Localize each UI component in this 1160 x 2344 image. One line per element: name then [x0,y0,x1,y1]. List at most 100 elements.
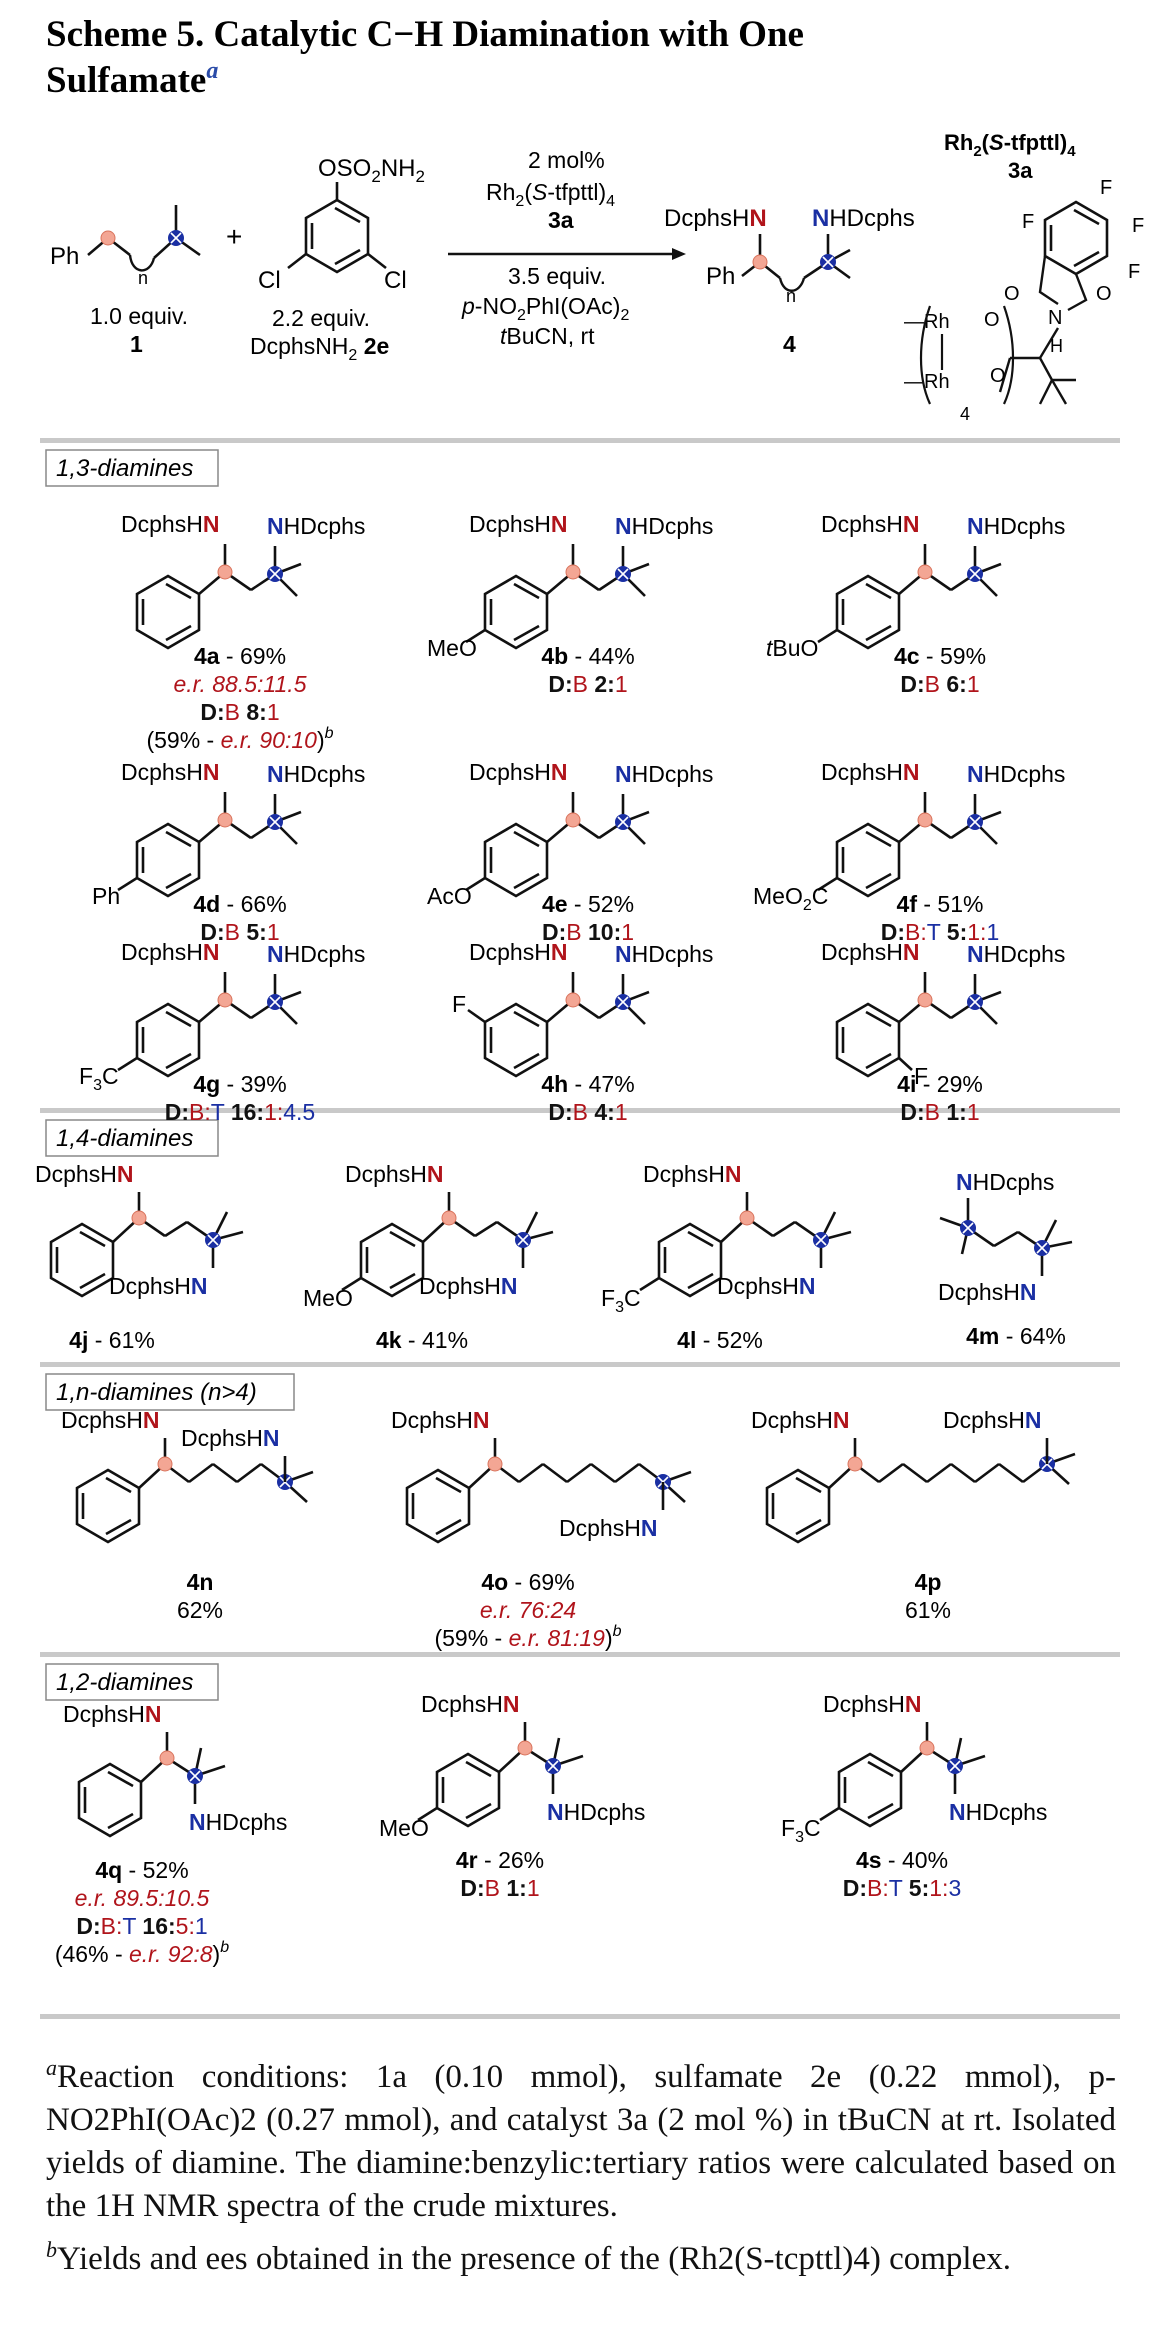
compound-caption: 4q - 52% [95,1857,188,1883]
section-label-1-2: 1,2-diamines [45,1663,219,1701]
ratio-value: D:B 8:1 [200,699,279,725]
dcphshn-label: DcphsHN [419,1273,517,1299]
svg-text:O: O [984,309,1000,331]
product-label: 4 [783,331,796,357]
yield-value: 62% [177,1597,223,1623]
ratio-value: D:B 5:1 [200,919,279,945]
rh-top: —Rh [904,311,950,333]
conditions-oxidant: p-NO2PhI(OAc)2 [461,293,629,324]
conditions-loading: 2 mol% [528,147,605,173]
ratio-value: D:B 1:1 [900,1099,979,1125]
scheme-title-line2: Sulfamatea [46,58,218,101]
dcphshn-label: DcphsHN [469,939,567,965]
scheme-footnote: aReaction conditions: 1a (0.10 mmol), su… [46,2046,1116,2281]
svg-text:O: O [990,365,1006,387]
svg-text:H: H [1050,336,1063,356]
nhdcphs-label: NHDcphs [956,1169,1054,1195]
compound-caption: 4p [915,1569,942,1595]
dcphshn-label: DcphsHN [121,511,219,537]
svg-text:N: N [1048,307,1062,329]
dcphshn-label: DcphsHN [751,1407,849,1433]
dcphshn-label: DcphsHN [121,939,219,965]
er-value: e.r. 76:24 [480,1597,576,1623]
section-dividers [40,438,1120,2019]
reaction-scheme: Ph n 1.0 equiv. 1 + OSO2NH2 Cl Cl 2.2 eq… [50,130,1144,424]
compound-caption: 4j - 61% [69,1327,155,1353]
nhdcphs-label: NHDcphs [267,513,365,539]
compound-caption: 4n [187,1569,214,1595]
substituent-label: F [452,991,466,1017]
substituent-label: MeO [303,1285,353,1311]
catalyst-name: Rh2(S-tfpttl)4 [944,130,1076,160]
footnote-a: aReaction conditions: 1a (0.10 mmol), su… [46,2055,1116,2224]
dcphshn-label: DcphsHN [421,1691,519,1717]
substituent-label: F3C [601,1285,641,1316]
substituent-label: tBuO [766,635,818,661]
section-label-1-n: 1,n-diamines (n>4) [45,1373,295,1411]
ratio-value: D:B 10:1 [542,919,634,945]
sm1-equiv: 1.0 equiv. [90,303,188,329]
nhdcphs-label: NHDcphs [967,513,1065,539]
conditions-catalyst-label: 3a [548,207,574,233]
svg-text:F: F [1022,211,1034,233]
dcphshn-label: DcphsHN [823,1691,921,1717]
compound-caption: 4l - 52% [677,1327,763,1353]
dcphshn-label: DcphsHN [61,1407,159,1433]
starting-material-2: OSO2NH2 Cl Cl 2.2 equiv. DcphsNH2 2e [250,155,425,364]
dcphshn-label: DcphsHN [109,1273,207,1299]
sm1-label: 1 [130,331,143,357]
svg-text:1,4-diamines: 1,4-diamines [56,1125,193,1152]
compound-caption: 4e - 52% [542,891,634,917]
product-left-n: DcphsHN [664,205,767,232]
conditions-oxidant-equiv: 3.5 equiv. [508,263,606,289]
dcphshn-label: DcphsHN [391,1407,489,1433]
er-value: e.r. 89.5:10.5 [75,1885,210,1911]
dcphshn-label: DcphsHN [821,759,919,785]
compound-caption: 4h - 47% [541,1071,634,1097]
ratio-value: D:B 4:1 [548,1099,627,1125]
scheme-title: Scheme 5. Catalytic C−H Diamination with… [46,14,804,55]
general-product: DcphsHN NHDcphs Ph n 4 [664,205,915,357]
dcphshn-label: DcphsHN [469,759,567,785]
conditions-catalyst: Rh2(S-tfpttl)4 [486,179,615,210]
svg-text:1,3-diamines: 1,3-diamines [56,455,193,482]
svg-text:O: O [1004,283,1020,305]
compound-caption: 4r - 26% [456,1847,544,1873]
compound-caption: 4s - 40% [856,1847,948,1873]
product-n: n [786,286,796,306]
dcphshn-label: DcphsHN [121,759,219,785]
ratio-value: D:B 1:1 [460,1875,539,1901]
ratio-value: D:B 6:1 [900,671,979,697]
yield-value: 61% [905,1597,951,1623]
ratio-value: D:B:T 5:1:3 [843,1875,961,1901]
reaction-arrow: 2 mol% Rh2(S-tfpttl)4 3a 3.5 equiv. p-NO… [448,147,686,349]
dcphshn-label: DcphsHN [63,1701,161,1727]
nhdcphs-label: NHDcphs [615,761,713,787]
substituent-label: MeO [379,1815,429,1841]
alt-catalyst-note: (59% - e.r. 81:19)b [434,1623,621,1651]
product-ph: Ph [706,263,735,290]
substituent-label: F [914,1063,928,1089]
dcphshn-label: DcphsHN [469,511,567,537]
nhdcphs-label: NHDcphs [615,941,713,967]
svg-text:O: O [1096,283,1112,305]
nhdcphs-label: NHDcphs [189,1809,287,1835]
sm2-cl-right: Cl [384,267,407,294]
compound-caption: 4g - 39% [193,1071,286,1097]
er-value: e.r. 88.5:11.5 [174,671,307,697]
sm2-equiv: 2.2 equiv. [272,305,370,331]
compound-caption: 4o - 69% [481,1569,574,1595]
nhdcphs-label: NHDcphs [967,941,1065,967]
dcphshn-label: DcphsHN [643,1161,741,1187]
compound-caption: 4m - 64% [966,1323,1066,1349]
section-label-1-4: 1,4-diamines [45,1119,219,1157]
